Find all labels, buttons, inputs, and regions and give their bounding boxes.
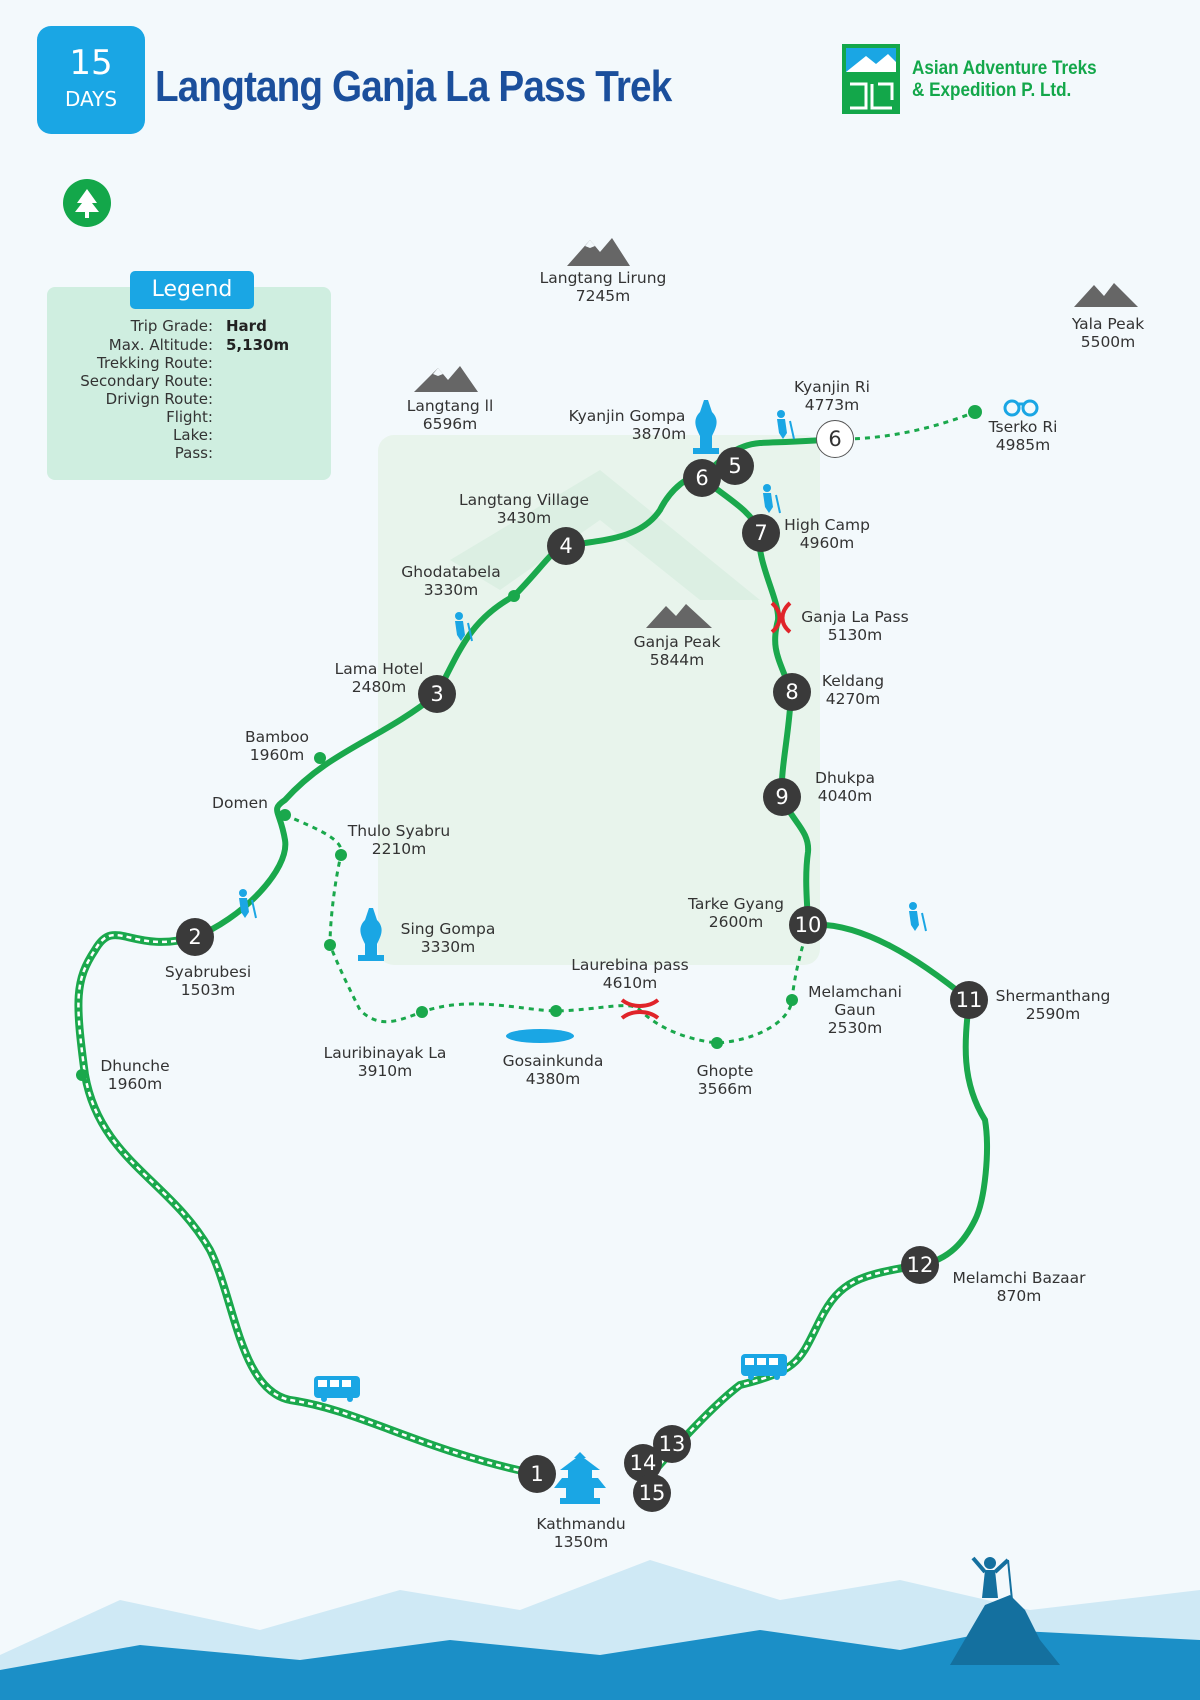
bus-icon (314, 1354, 787, 1402)
pass-icon-laurebina (620, 998, 660, 1020)
pass-icon-ganja-la (770, 601, 792, 634)
mountain-icon (414, 238, 1138, 628)
company-name-line1: Asian Adventure Treks (912, 58, 1097, 79)
day-stop-7[interactable]: 7 (742, 514, 780, 552)
day-stop-5[interactable]: 5 (716, 447, 754, 485)
days-number: 15 (69, 43, 113, 83)
stupa-icon (358, 400, 719, 961)
day-stop-10[interactable]: 10 (789, 906, 827, 944)
route-waypoints (76, 405, 982, 1081)
place-label-domen: Domen (212, 794, 268, 812)
legend-label-max-altitude: Max. Altitude: (108, 336, 213, 354)
secondary-route (284, 410, 976, 1045)
day-stop-12[interactable]: 12 (901, 1246, 939, 1284)
day-stop-3[interactable]: 3 (418, 675, 456, 713)
day-stop-1[interactable]: 1 (518, 1455, 556, 1493)
day-stop-9[interactable]: 9 (763, 778, 801, 816)
legend-label-trip-grade: Trip Grade: (130, 317, 213, 335)
driving-route (74, 931, 921, 1481)
page-title: Langtang Ganja La Pass Trek (155, 62, 672, 111)
legend-panel: Legend Trip Grade: Hard Max. Altitude: 5… (47, 271, 331, 480)
company-logo (842, 44, 900, 114)
company-name-line2: & Expedition P. Ltd. (912, 80, 1072, 101)
binoculars-icon (1003, 399, 1039, 417)
day-stop-8[interactable]: 8 (773, 673, 811, 711)
legend-value-trip-grade: Hard (226, 317, 267, 335)
legend-label-flight: Flight: (166, 408, 213, 426)
legend-label-trekking-route: Trekking Route: (97, 354, 213, 372)
mountain-silhouette-dark (0, 1630, 1200, 1700)
company-name: Asian Adventure Treks & Expedition P. Lt… (912, 58, 1097, 102)
days-badge: 15 DAYS (37, 26, 145, 134)
day-stop-6[interactable]: 6 (683, 459, 721, 497)
legend-label-lake: Lake: (173, 426, 213, 444)
hiker-icon (239, 410, 927, 932)
climber-icon (971, 1556, 1013, 1601)
tree-icon (63, 179, 111, 227)
legend-label-pass: Pass: (174, 444, 213, 462)
legend-label-driving-route: Drivign Route: (105, 390, 213, 408)
day-stop-15[interactable]: 15 (633, 1474, 671, 1512)
legend-label-secondary-route: Secondary Route: (80, 372, 213, 390)
legend-title: Legend (130, 271, 254, 309)
day-stop-11[interactable]: 11 (950, 981, 988, 1019)
lake-icon (506, 1029, 574, 1043)
temple-icon (554, 1452, 606, 1504)
day-stop-6-side-trip[interactable]: 6 (816, 420, 854, 458)
day-stop-4[interactable]: 4 (547, 527, 585, 565)
days-label: DAYS (64, 87, 118, 111)
day-stop-2[interactable]: 2 (176, 918, 214, 956)
legend-value-max-altitude: 5,130m (226, 336, 290, 354)
